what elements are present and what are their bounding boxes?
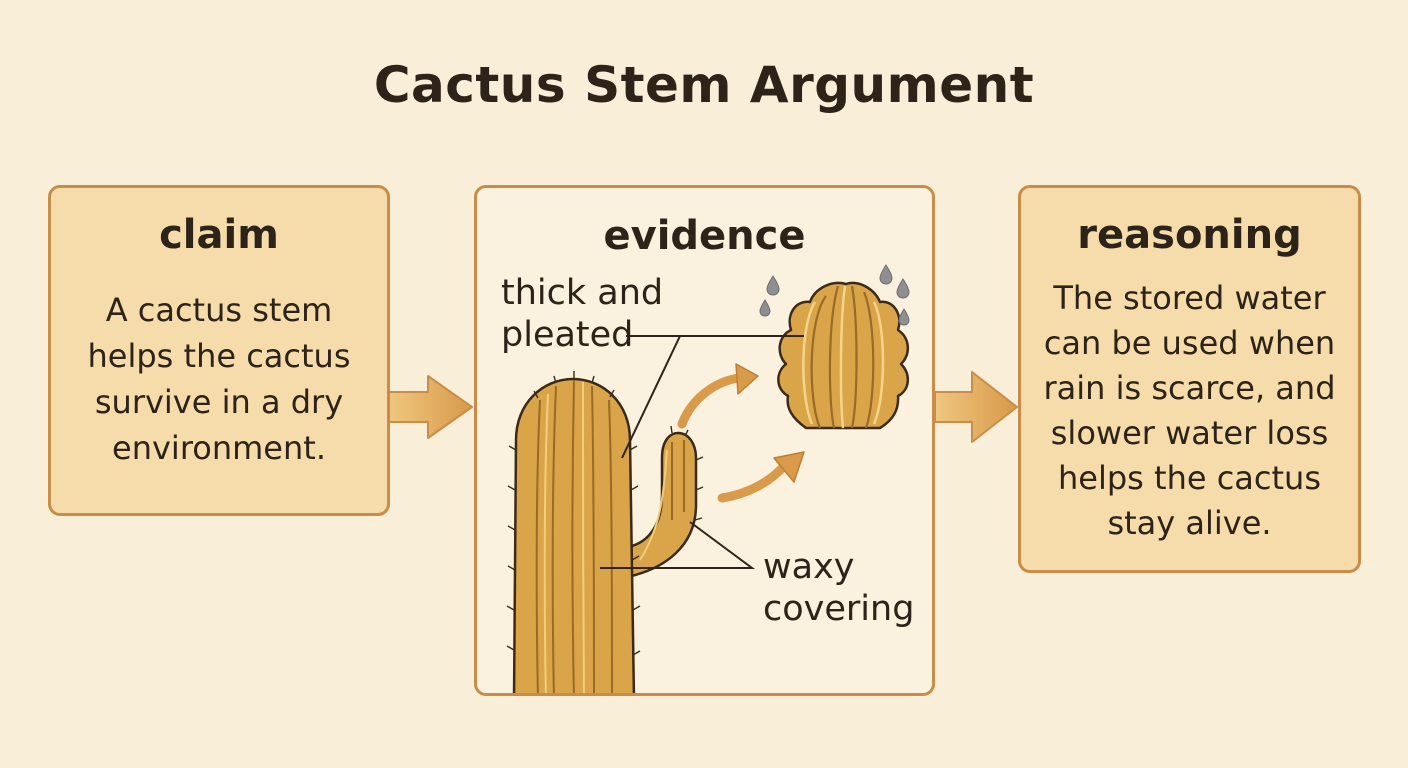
claim-line: environment. — [112, 429, 326, 467]
claim-box: claim A cactus stem helps the cactus sur… — [48, 185, 390, 516]
label-line: covering — [763, 589, 915, 629]
reasoning-line: slower water loss — [1050, 414, 1329, 452]
leader-lines — [600, 335, 804, 569]
claim-heading: claim — [159, 212, 279, 258]
stem-cross-section-icon — [759, 264, 910, 430]
reasoning-line: helps the cactus — [1058, 459, 1321, 497]
reasoning-line: The stored water — [1053, 279, 1326, 317]
claim-line: A cactus stem — [105, 291, 333, 329]
page-title: Cactus Stem Argument — [373, 56, 1035, 114]
thick-pleated-label: thick and pleated — [501, 272, 681, 356]
claim-line: survive in a dry — [94, 383, 344, 421]
reasoning-box: reasoning The stored water can be used w… — [1018, 185, 1361, 573]
label-line: waxy — [763, 547, 855, 587]
magnify-arrows — [677, 363, 805, 503]
reasoning-heading: reasoning — [1077, 212, 1302, 258]
waxy-covering-label: waxy covering — [763, 546, 933, 630]
label-line: thick and — [501, 273, 664, 313]
evidence-to-reasoning-arrow — [934, 371, 1018, 443]
label-line: pleated — [501, 315, 634, 355]
cactus-icon — [506, 371, 704, 693]
reasoning-text: The stored water can be used when rain i… — [1035, 276, 1344, 546]
reasoning-line: stay alive. — [1107, 504, 1272, 542]
reasoning-line: rain is scarce, and — [1043, 369, 1336, 407]
claim-line: helps the cactus — [87, 337, 351, 375]
claim-text: A cactus stem helps the cactus survive i… — [65, 287, 373, 471]
evidence-heading: evidence — [603, 213, 806, 259]
claim-to-evidence-arrow — [388, 375, 473, 439]
reasoning-line: can be used when — [1043, 324, 1336, 362]
